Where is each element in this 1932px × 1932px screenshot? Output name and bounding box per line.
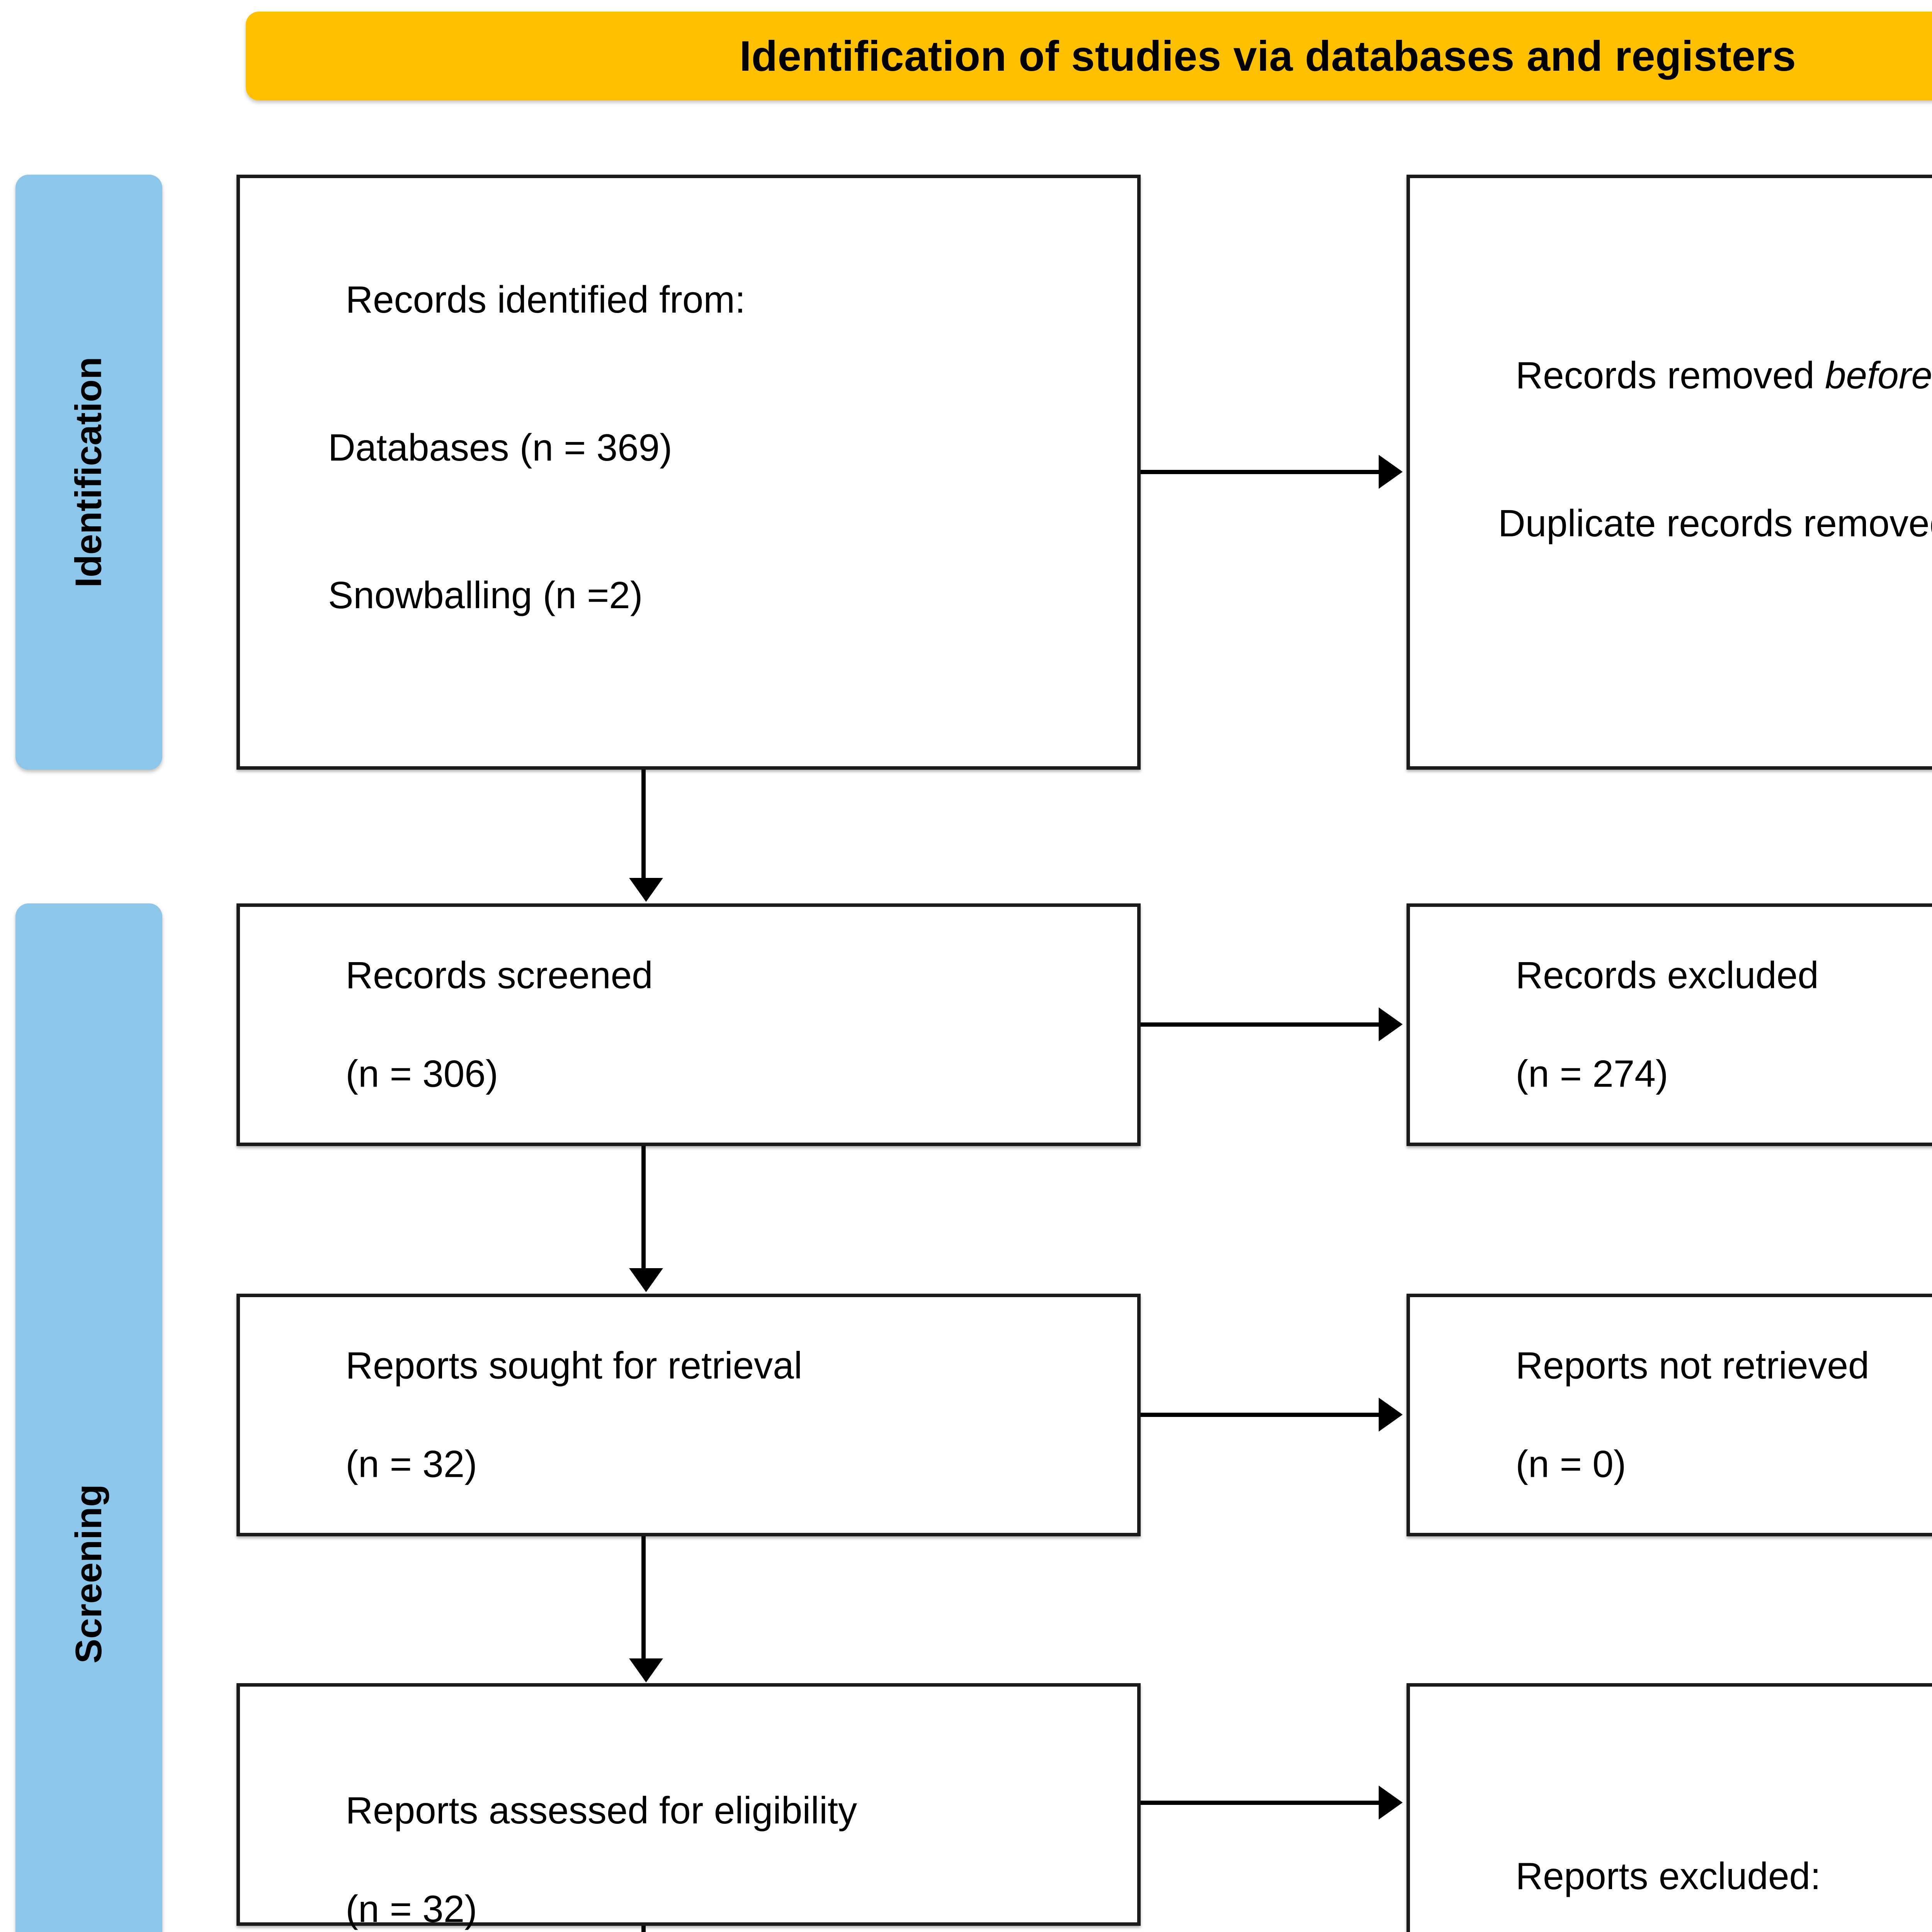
records-excluded-label: Records excluded — [1515, 954, 1819, 997]
arrow-head-right-icon — [1379, 1007, 1403, 1041]
arrow-head-right-icon — [1379, 1786, 1403, 1820]
box-reports-assessed-text: Reports assessed for eligibility (n = 32… — [282, 1737, 1122, 1932]
diagram-title: Identification of studies via databases … — [739, 32, 1796, 80]
connector-screened-to-excluded — [1141, 1022, 1380, 1027]
box-reports-excluded-text: Reports excluded: From Databases (n = 16… — [1452, 1803, 1932, 1932]
arrow-head-right-icon — [1379, 455, 1403, 489]
stage-bar-identification: Identification — [15, 175, 162, 770]
box-reports-sought-text: Reports sought for retrieval (n = 32) — [282, 1292, 1122, 1538]
box-records-excluded: Records excluded (n = 274) — [1406, 903, 1932, 1146]
box-reports-assessed: Reports assessed for eligibility (n = 32… — [236, 1683, 1141, 1930]
reports-assessed-count: (n = 32) — [345, 1888, 477, 1930]
box-records-identified-text: Records identified from: Databases (n = … — [282, 226, 1122, 718]
connector-assessed-to-reports-excluded — [1141, 1801, 1380, 1805]
connector-sought-to-assessed — [641, 1536, 646, 1660]
diagram-header-banner: Identification of studies via databases … — [246, 12, 1932, 100]
arrow-head-down-icon — [629, 1268, 663, 1292]
stage-label-identification: Identification — [68, 357, 110, 588]
records-identified-databases: Databases (n = 369) — [328, 426, 672, 469]
connector-identified-to-screened — [641, 770, 646, 880]
records-removed-italic: before screening — [1825, 354, 1932, 397]
box-records-excluded-text: Records excluded (n = 274) — [1452, 902, 1932, 1148]
reports-excluded-label: Reports excluded: — [1515, 1855, 1821, 1898]
arrow-head-right-icon — [1379, 1398, 1403, 1432]
arrow-head-down-icon — [629, 1658, 663, 1682]
records-excluded-count: (n = 274) — [1515, 1052, 1668, 1095]
box-records-removed-text: Records removed before screening: Duplic… — [1452, 302, 1932, 646]
box-records-removed: Records removed before screening: Duplic… — [1406, 175, 1932, 770]
records-removed-duplicates: Duplicate records removed (n = 65) — [1498, 502, 1932, 544]
connector-identified-to-removed — [1141, 470, 1380, 474]
reports-not-retrieved-label: Reports not retrieved — [1515, 1344, 1869, 1387]
box-records-screened-text: Records screened (n = 306) — [282, 902, 1122, 1148]
records-identified-line1: Records identified from: — [345, 278, 746, 321]
records-identified-snowballing: Snowballing (n =2) — [328, 573, 643, 616]
records-screened-count: (n = 306) — [345, 1052, 498, 1095]
box-reports-excluded: Reports excluded: From Databases (n = 16… — [1406, 1683, 1932, 1932]
arrow-head-down-icon — [629, 878, 663, 902]
reports-sought-count: (n = 32) — [345, 1442, 477, 1485]
reports-assessed-label: Reports assessed for eligibility — [345, 1789, 857, 1832]
connector-sought-to-not-retrieved — [1141, 1413, 1380, 1417]
connector-screened-to-sought — [641, 1146, 646, 1270]
box-records-screened: Records screened (n = 306) — [236, 903, 1141, 1146]
box-reports-not-retrieved-text: Reports not retrieved (n = 0) — [1452, 1292, 1932, 1538]
box-records-identified: Records identified from: Databases (n = … — [236, 175, 1141, 770]
stage-label-screening: Screening — [68, 1484, 109, 1664]
records-removed-prefix: Records removed — [1515, 354, 1825, 397]
stage-bar-screening: Screening — [15, 903, 162, 1932]
records-screened-label: Records screened — [345, 954, 653, 997]
reports-sought-label: Reports sought for retrieval — [345, 1344, 803, 1387]
reports-not-retrieved-count: (n = 0) — [1515, 1442, 1626, 1485]
box-reports-sought: Reports sought for retrieval (n = 32) — [236, 1294, 1141, 1536]
connector-assessed-to-included — [641, 1926, 646, 1932]
box-reports-not-retrieved: Reports not retrieved (n = 0) — [1406, 1294, 1932, 1536]
